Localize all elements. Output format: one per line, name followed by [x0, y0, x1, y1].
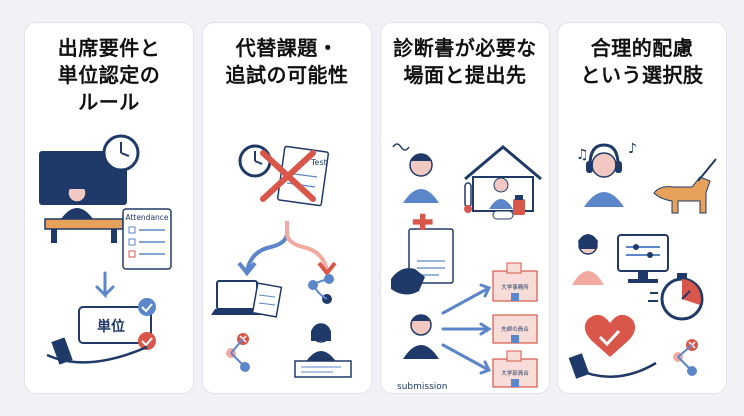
alternative-assignment-illustration: Test [211, 144, 352, 378]
clock-icon [238, 144, 272, 178]
medical-certificate-illustration: 大学事務所 先師の員合 大学部員合 submission [391, 143, 542, 392]
card-title: 代替課題・ 追試の可能性 [225, 36, 349, 87]
headphones-person-icon [584, 143, 624, 207]
sick-person-icon [392, 143, 439, 203]
medical-certificate-icon [408, 213, 454, 284]
branch-icon [226, 333, 250, 372]
music-note-icon: ♪ [628, 141, 637, 157]
attendance-illustration: Attendance 単位 [39, 134, 172, 365]
submission-label: submission [397, 382, 447, 392]
house-icon [464, 145, 542, 212]
music-note-icon: ♫ [576, 147, 589, 163]
card-attendance-rules: 出席要件と 単位認定の ルール Attendance [24, 22, 194, 394]
heart-check-icon [584, 314, 636, 357]
card-title: 出席要件と 単位認定の ルール [57, 36, 161, 114]
card-alternative-assignment: 代替課題・ 追試の可能性 Test [202, 22, 372, 394]
test-paper-label: Test [310, 158, 327, 167]
hand-icon [46, 337, 148, 365]
destination-label: 先師の員合 [501, 325, 529, 333]
thermometer-icon [464, 182, 472, 213]
credit-label: 単位 [97, 318, 125, 335]
monitor-icon [617, 234, 669, 283]
building-university-office-icon: 大学事務所 [492, 262, 538, 302]
destination-label: 大学事務所 [501, 283, 529, 291]
stopwatch-icon [648, 273, 704, 321]
hand-icon [568, 353, 657, 379]
cross-icon [260, 150, 316, 202]
attendance-sheet-icon: Attendance [122, 208, 172, 270]
student-icon [403, 314, 439, 359]
building-university-staff-icon: 大学部員合 [492, 350, 538, 388]
arrows-icon [441, 283, 492, 375]
reasonable-accommodation-illustration: ♫ ♪ [568, 141, 717, 379]
branch-icon [673, 339, 698, 376]
guide-dog-icon [653, 158, 717, 214]
split-arrow-icon [237, 221, 337, 277]
card-medical-certificate: 診断書が必要な 場面と提出先 [380, 22, 550, 394]
clock-icon [102, 134, 140, 172]
attendance-label: Attendance [125, 213, 168, 222]
blackboard-icon [39, 151, 127, 205]
documents-icon [251, 282, 283, 318]
credit-card-icon: 単位 [78, 298, 156, 350]
card-title: 合理的配慮 という選択肢 [580, 36, 704, 87]
hand-icon [391, 268, 425, 295]
destination-label: 大学部員合 [501, 369, 529, 377]
laptop-icon [211, 280, 263, 315]
card-reasonable-accommodation: 合理的配慮 という選択肢 ♫ ♪ [557, 22, 727, 394]
computer-user-icon [572, 234, 604, 285]
branch-icon [308, 274, 334, 304]
arrow-down-icon [95, 271, 115, 299]
student-writing-icon [294, 323, 352, 378]
card-title: 診断書が必要な 場面と提出先 [393, 36, 537, 87]
medicine-bottle-icon [492, 195, 525, 220]
building-teacher-icon: 先師の員合 [492, 314, 538, 344]
